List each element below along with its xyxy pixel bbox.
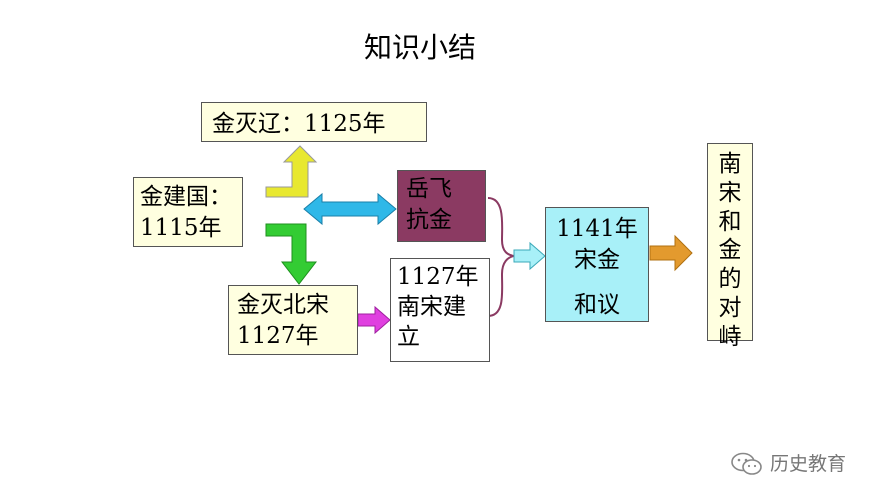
node-south-song-line3: 立 bbox=[397, 323, 420, 350]
standoff-char: 的 bbox=[718, 266, 742, 292]
arrow-to-north-song bbox=[265, 223, 318, 285]
node-yue-fei: 岳飞 抗金 bbox=[397, 170, 486, 242]
node-north-song-line1: 金灭北宋 bbox=[237, 292, 329, 318]
node-treaty-line3: 和议 bbox=[574, 292, 620, 319]
node-jin-line2: 1115年 bbox=[140, 215, 222, 242]
node-liao-label: 金灭辽：1125年 bbox=[212, 111, 386, 137]
node-south-song-line2: 南宋建 bbox=[397, 293, 466, 320]
arrow-to-south-song bbox=[357, 305, 391, 335]
standoff-char: 峙 bbox=[718, 323, 742, 350]
node-jin-line1: 金建国： bbox=[140, 184, 232, 210]
node-yue-line1: 岳飞 bbox=[406, 176, 452, 202]
node-yue-line2: 抗金 bbox=[406, 207, 452, 234]
node-treaty-line1: 1141年 bbox=[556, 216, 638, 242]
brace bbox=[487, 197, 515, 317]
node-song-jin-treaty: 1141年 宋金 和议 bbox=[545, 207, 649, 322]
standoff-char: 对 bbox=[718, 294, 742, 321]
arrow-jin-yue bbox=[303, 192, 397, 226]
node-jin-destroys-north-song: 金灭北宋 1127年 bbox=[228, 285, 358, 355]
node-jin-founding: 金建国： 1115年 bbox=[133, 177, 243, 247]
node-jin-destroys-liao: 金灭辽：1125年 bbox=[201, 102, 427, 142]
node-treaty-line2: 宋金 bbox=[574, 247, 620, 274]
diagram-title: 知识小结 bbox=[363, 31, 476, 64]
node-north-song-line2: 1127年 bbox=[237, 323, 319, 350]
arrow-to-liao bbox=[265, 145, 318, 198]
wechat-icon bbox=[731, 452, 762, 475]
arrow-to-standoff bbox=[649, 234, 693, 272]
node-south-song-founding: 1127年 南宋建 立 bbox=[390, 258, 490, 362]
standoff-char: 南 bbox=[718, 151, 742, 177]
node-south-song-line1: 1127年 bbox=[397, 264, 479, 290]
standoff-char: 和 bbox=[718, 208, 742, 235]
standoff-char: 金 bbox=[718, 237, 742, 264]
watermark-text: 历史教育 bbox=[770, 453, 847, 475]
node-standoff: 南 宋 和 金 的 对 峙 bbox=[707, 143, 753, 350]
arrow-to-treaty bbox=[513, 241, 546, 271]
standoff-char: 宋 bbox=[718, 179, 742, 206]
